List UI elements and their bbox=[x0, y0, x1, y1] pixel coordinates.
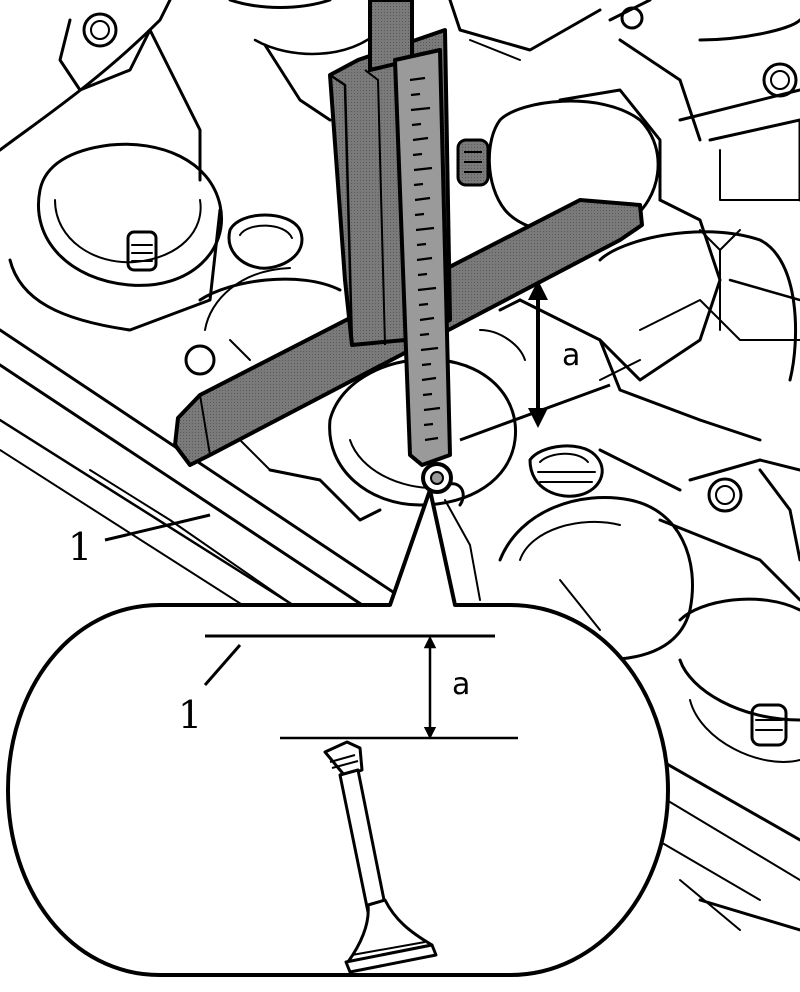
part-1-label: 1 bbox=[68, 525, 92, 569]
detail-part-1-label: 1 bbox=[178, 693, 202, 737]
detail-bubble bbox=[6, 488, 670, 977]
cylinder-head-drawing bbox=[0, 0, 800, 932]
detail-part-1-leader bbox=[203, 644, 242, 686]
dimension-a-leader-line bbox=[459, 383, 611, 442]
dimension-a-label: a bbox=[562, 338, 580, 373]
depth-gauge-icon bbox=[173, 0, 644, 494]
part-1-leader-line bbox=[104, 513, 211, 542]
gauge-ruler bbox=[393, 48, 452, 467]
detail-dimension-a-label: a bbox=[452, 667, 470, 702]
valve-icon bbox=[323, 740, 438, 974]
detail-callout bbox=[6, 488, 670, 977]
